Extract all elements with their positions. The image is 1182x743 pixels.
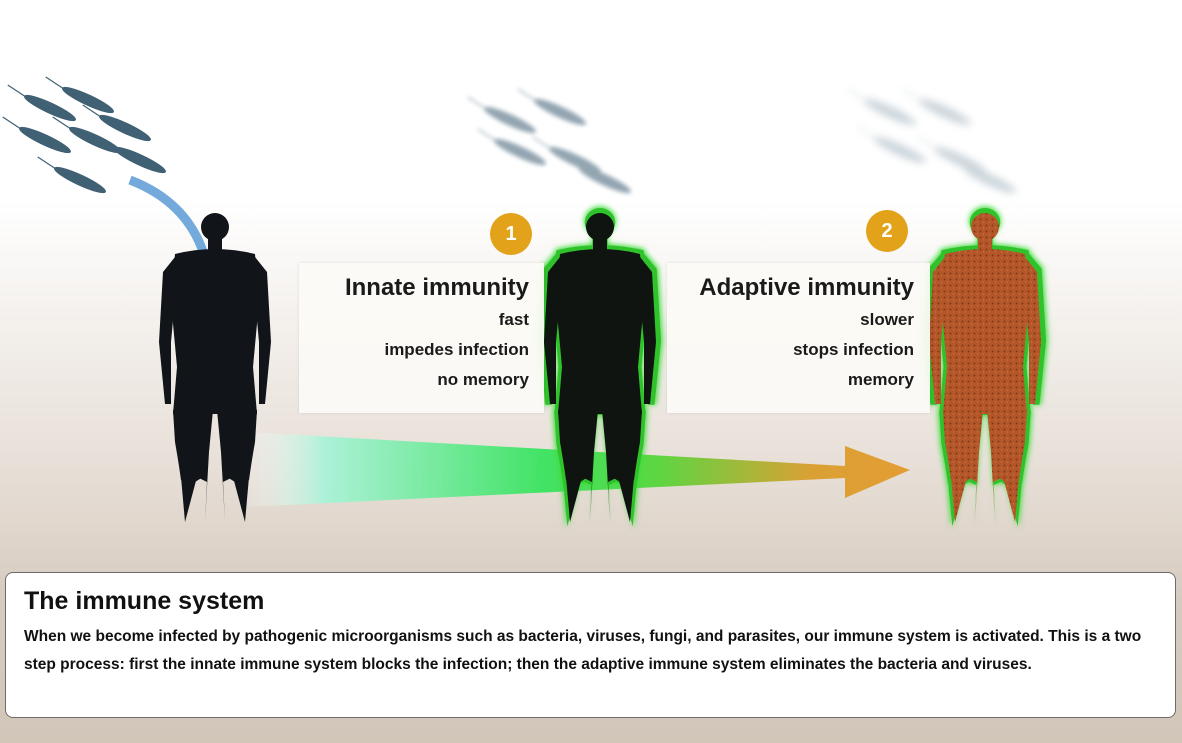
innate-trait: fast bbox=[498, 310, 529, 329]
info-panel: The immune system When we become infecte… bbox=[5, 572, 1176, 718]
step-2-badge: 2 bbox=[866, 210, 908, 252]
innate-trait: impedes infection bbox=[384, 340, 529, 359]
adaptive-immunity-title: Adaptive immunity bbox=[699, 274, 914, 301]
adaptive-trait: slower bbox=[860, 310, 914, 329]
innate-immunity-card: Innate immunity fast impedes infection n… bbox=[299, 263, 544, 413]
human-figure-adaptive bbox=[922, 206, 1048, 528]
step-1-badge: 1 bbox=[490, 213, 532, 255]
innate-immunity-title: Innate immunity bbox=[344, 274, 529, 301]
info-panel-title: The immune system bbox=[24, 587, 265, 615]
bacteria-cluster-faded bbox=[463, 86, 634, 197]
innate-trait: no memory bbox=[437, 370, 529, 389]
adaptive-trait: stops infection bbox=[793, 340, 914, 359]
bacteria-cluster-very-faded bbox=[843, 86, 1019, 197]
bacteria-cluster-strong bbox=[0, 74, 169, 197]
adaptive-trait: memory bbox=[847, 370, 914, 389]
adaptive-immunity-card: Adaptive immunity slower stops infection… bbox=[667, 263, 930, 413]
info-panel-body: When we become infected by pathogenic mi… bbox=[24, 628, 1142, 673]
